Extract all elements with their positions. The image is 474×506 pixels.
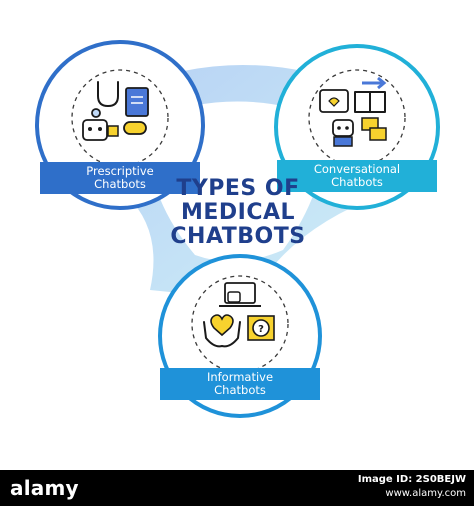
footer-info: Image ID: 2S0BEJW www.alamy.com <box>358 473 466 501</box>
node-conversational: Conversational Chatbots <box>274 44 440 210</box>
node-prescriptive: Prescriptive Chatbots <box>35 40 205 210</box>
diagram-title-line2: MEDICAL <box>181 200 295 225</box>
node-prescriptive-label-line2: Chatbots <box>94 177 146 191</box>
node-conversational-label-line2: Chatbots <box>331 175 383 189</box>
footer-website: www.alamy.com <box>385 488 466 499</box>
node-conversational-label-line1: Conversational <box>314 162 400 176</box>
node-informative-label-line1: Informative <box>207 370 273 384</box>
node-prescriptive-label-line1: Prescriptive <box>86 164 153 178</box>
diagram-title-line3: CHATBOTS <box>170 224 305 249</box>
stock-footer: alamy Image ID: 2S0BEJW www.alamy.com <box>0 470 474 506</box>
medical-chatbots-diagram: Prescriptive Chatbots Conversational Cha… <box>35 40 440 418</box>
footer-logo: alamy <box>10 476 79 500</box>
footer-image-id: Image ID: 2S0BEJW <box>357 474 466 485</box>
node-informative: ? Informative Chatbots <box>158 254 322 418</box>
node-informative-label-line2: Chatbots <box>214 383 266 397</box>
svg-text:?: ? <box>258 324 264 335</box>
diagram-title-line1: TYPES OF <box>176 176 299 201</box>
